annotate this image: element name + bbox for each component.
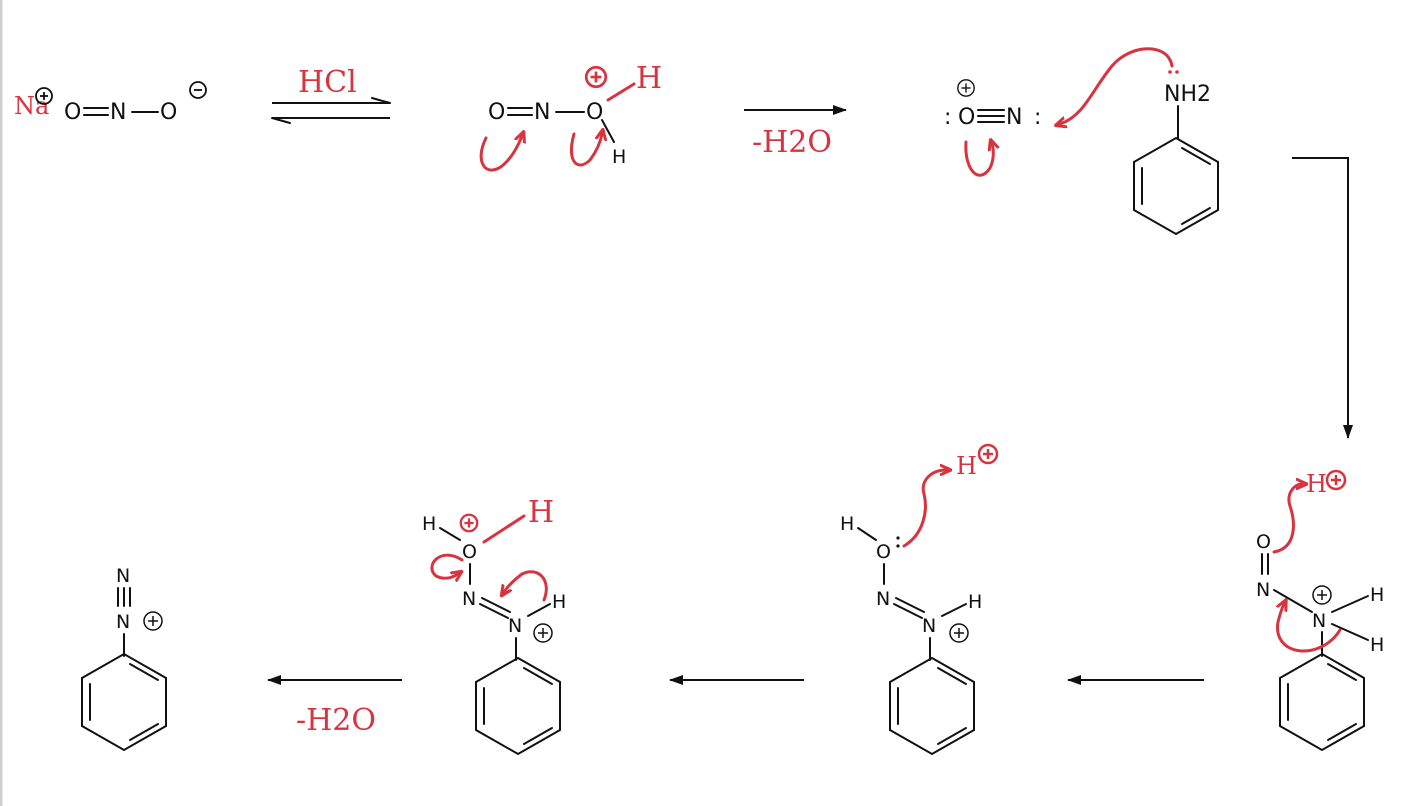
atom-n-10: N bbox=[116, 565, 130, 587]
atom-h-6: H bbox=[422, 513, 436, 535]
n-nitrosoanilinium: O N N H H H bbox=[1256, 469, 1384, 751]
atom-h-7: H bbox=[552, 591, 566, 613]
benzene-ring-icon bbox=[1279, 653, 1365, 751]
curved-arrow-icon bbox=[1277, 604, 1342, 653]
atom-o-8: O bbox=[462, 541, 477, 563]
plus-charge-icon bbox=[1312, 585, 1332, 605]
curved-arrow-icon bbox=[504, 570, 548, 602]
amine-group: NH2 bbox=[1164, 82, 1211, 107]
reagent-minus-water-1: -H2O bbox=[752, 125, 832, 160]
leaving-proton-h-1: H bbox=[1306, 470, 1327, 498]
added-proton-h: H bbox=[636, 61, 662, 96]
reagent-hcl: HCl bbox=[298, 65, 357, 100]
plus-charge-icon bbox=[143, 611, 163, 631]
atom-n-2: N bbox=[534, 100, 550, 125]
added-proton-h-2: H bbox=[528, 495, 554, 530]
atom-o-7: O bbox=[876, 541, 891, 563]
protonated-diazohydroxide: H O N N H H bbox=[840, 443, 999, 755]
atom-n-6: N bbox=[876, 588, 890, 610]
protonated-nitrous-acid: O N O H H bbox=[479, 61, 662, 172]
circled-minus-icon bbox=[189, 81, 207, 99]
atom-o-5: O bbox=[958, 105, 975, 130]
atom-o-4: O bbox=[586, 100, 603, 125]
atom-h-4: H bbox=[840, 513, 854, 535]
benzene-ring-icon bbox=[81, 653, 167, 751]
reaction-arrow-down bbox=[1292, 157, 1353, 439]
atom-o-3: O bbox=[488, 100, 505, 125]
lone-pair-right: : bbox=[1034, 105, 1041, 130]
atom-h-5: H bbox=[968, 591, 982, 613]
atom-h-3: H bbox=[1370, 634, 1384, 656]
curved-arrow-icon bbox=[1060, 47, 1174, 124]
protonated-diazohydroxide-water: H O H N N H bbox=[422, 495, 566, 755]
sodium-nitrite: Na O N O bbox=[14, 81, 207, 125]
plus-charge-icon bbox=[533, 623, 553, 643]
plus-charge-icon bbox=[949, 623, 969, 643]
curved-arrow-icon bbox=[569, 134, 602, 167]
reagent-minus-water-2: -H2O bbox=[296, 703, 376, 738]
atom-o-2: O bbox=[160, 100, 177, 125]
curved-arrow-icon bbox=[964, 142, 994, 177]
benzene-ring-icon bbox=[1133, 137, 1219, 235]
leaving-proton-h-2: H bbox=[956, 452, 977, 480]
aniline: NH2 bbox=[1060, 47, 1219, 235]
atom-n-8: N bbox=[462, 588, 476, 610]
red-plus-icon bbox=[584, 65, 608, 89]
atom-h-2: H bbox=[1370, 584, 1384, 606]
benzene-ring-icon bbox=[889, 657, 975, 755]
benzene-ring-icon bbox=[475, 657, 561, 755]
red-plus-icon bbox=[459, 513, 479, 533]
atom-h-1: H bbox=[612, 146, 626, 168]
nitrosonium-ion: : O N : bbox=[944, 79, 1041, 177]
red-plus-icon bbox=[1325, 469, 1347, 491]
atom-n-3: N bbox=[1006, 105, 1022, 130]
atom-n-9: N bbox=[508, 615, 522, 637]
atom-n-1: N bbox=[110, 100, 126, 125]
atom-o-6: O bbox=[1256, 531, 1271, 553]
circled-plus-icon bbox=[35, 87, 53, 105]
atom-o-1: O bbox=[64, 100, 81, 125]
benzenediazonium: N N bbox=[81, 565, 167, 751]
atom-n-5: N bbox=[1312, 610, 1326, 632]
curved-arrow-icon bbox=[479, 136, 522, 172]
plus-charge-icon bbox=[957, 79, 975, 97]
red-plus-icon bbox=[977, 443, 999, 465]
equilibrium-arrow bbox=[271, 97, 391, 124]
lone-pair-left: : bbox=[944, 105, 951, 130]
curved-arrow-icon bbox=[902, 470, 946, 548]
atom-n-7: N bbox=[922, 615, 936, 637]
curved-arrow-icon bbox=[1272, 484, 1302, 554]
curved-arrow-icon bbox=[430, 553, 462, 578]
atom-n-4: N bbox=[1256, 579, 1270, 601]
atom-n-11: N bbox=[116, 611, 130, 633]
